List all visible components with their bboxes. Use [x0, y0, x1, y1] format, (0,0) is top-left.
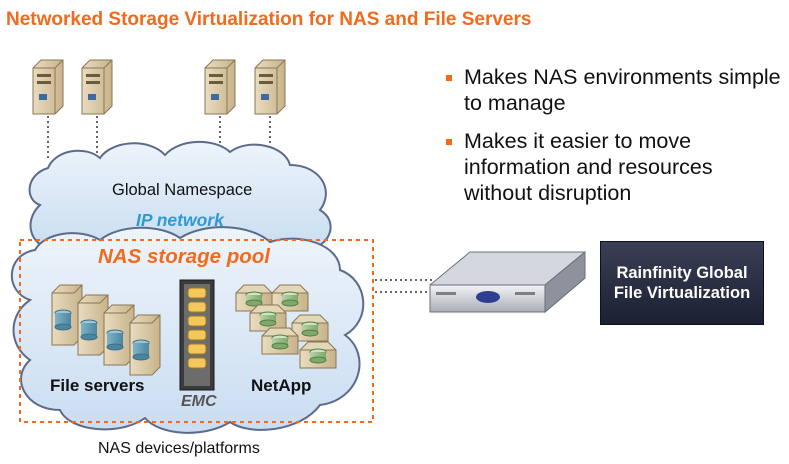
server-tower-icon	[204, 59, 236, 115]
rainfinity-appliance-icon	[429, 250, 586, 314]
file-server-icon	[51, 284, 83, 346]
bullet-text: Makes it easier to move information and …	[464, 129, 713, 205]
emc-rack-icon	[179, 279, 215, 391]
bullet-marker-icon	[446, 75, 452, 81]
ip-network-label: IP network	[136, 210, 224, 230]
bullet-text: Makes NAS environments simple to manage	[464, 65, 781, 115]
netapp-disk-icon	[291, 314, 329, 342]
netapp-disk-icon	[249, 304, 287, 332]
bullet-item: Makes NAS environments simple to manage	[446, 64, 781, 116]
file-servers-label: File servers	[50, 376, 145, 395]
appliance-connectors	[375, 279, 432, 293]
nas-storage-pool-label: NAS storage pool	[98, 245, 270, 268]
bullet-item: Makes it easier to move information and …	[446, 128, 781, 206]
nas-pool-border	[19, 239, 374, 423]
file-server-icon	[103, 304, 135, 366]
file-servers-group	[51, 284, 161, 376]
page-title: Networked Storage Virtualization for NAS…	[6, 9, 532, 30]
global-namespace-label: Global Namespace	[112, 181, 253, 199]
bullet-marker-icon	[446, 139, 452, 145]
top-servers	[32, 59, 286, 115]
rainfinity-box-text: Rainfinity Global File Virtualization	[613, 264, 751, 302]
netapp-group	[235, 284, 337, 369]
netapp-disk-icon	[299, 341, 337, 369]
server-tower-icon	[254, 59, 286, 115]
emc-label: EMC	[181, 393, 217, 410]
netapp-disk-icon	[261, 327, 299, 355]
netapp-disk-icon	[271, 284, 309, 312]
bullet-list: Makes NAS environments simple to manage …	[446, 64, 781, 218]
nas-devices-label: NAS devices/platforms	[98, 440, 260, 457]
netapp-label: NetApp	[251, 376, 312, 395]
rainfinity-box: Rainfinity Global File Virtualization	[600, 241, 764, 325]
file-server-icon	[129, 314, 161, 376]
server-tower-icon	[81, 59, 113, 115]
server-tower-icon	[32, 59, 64, 115]
